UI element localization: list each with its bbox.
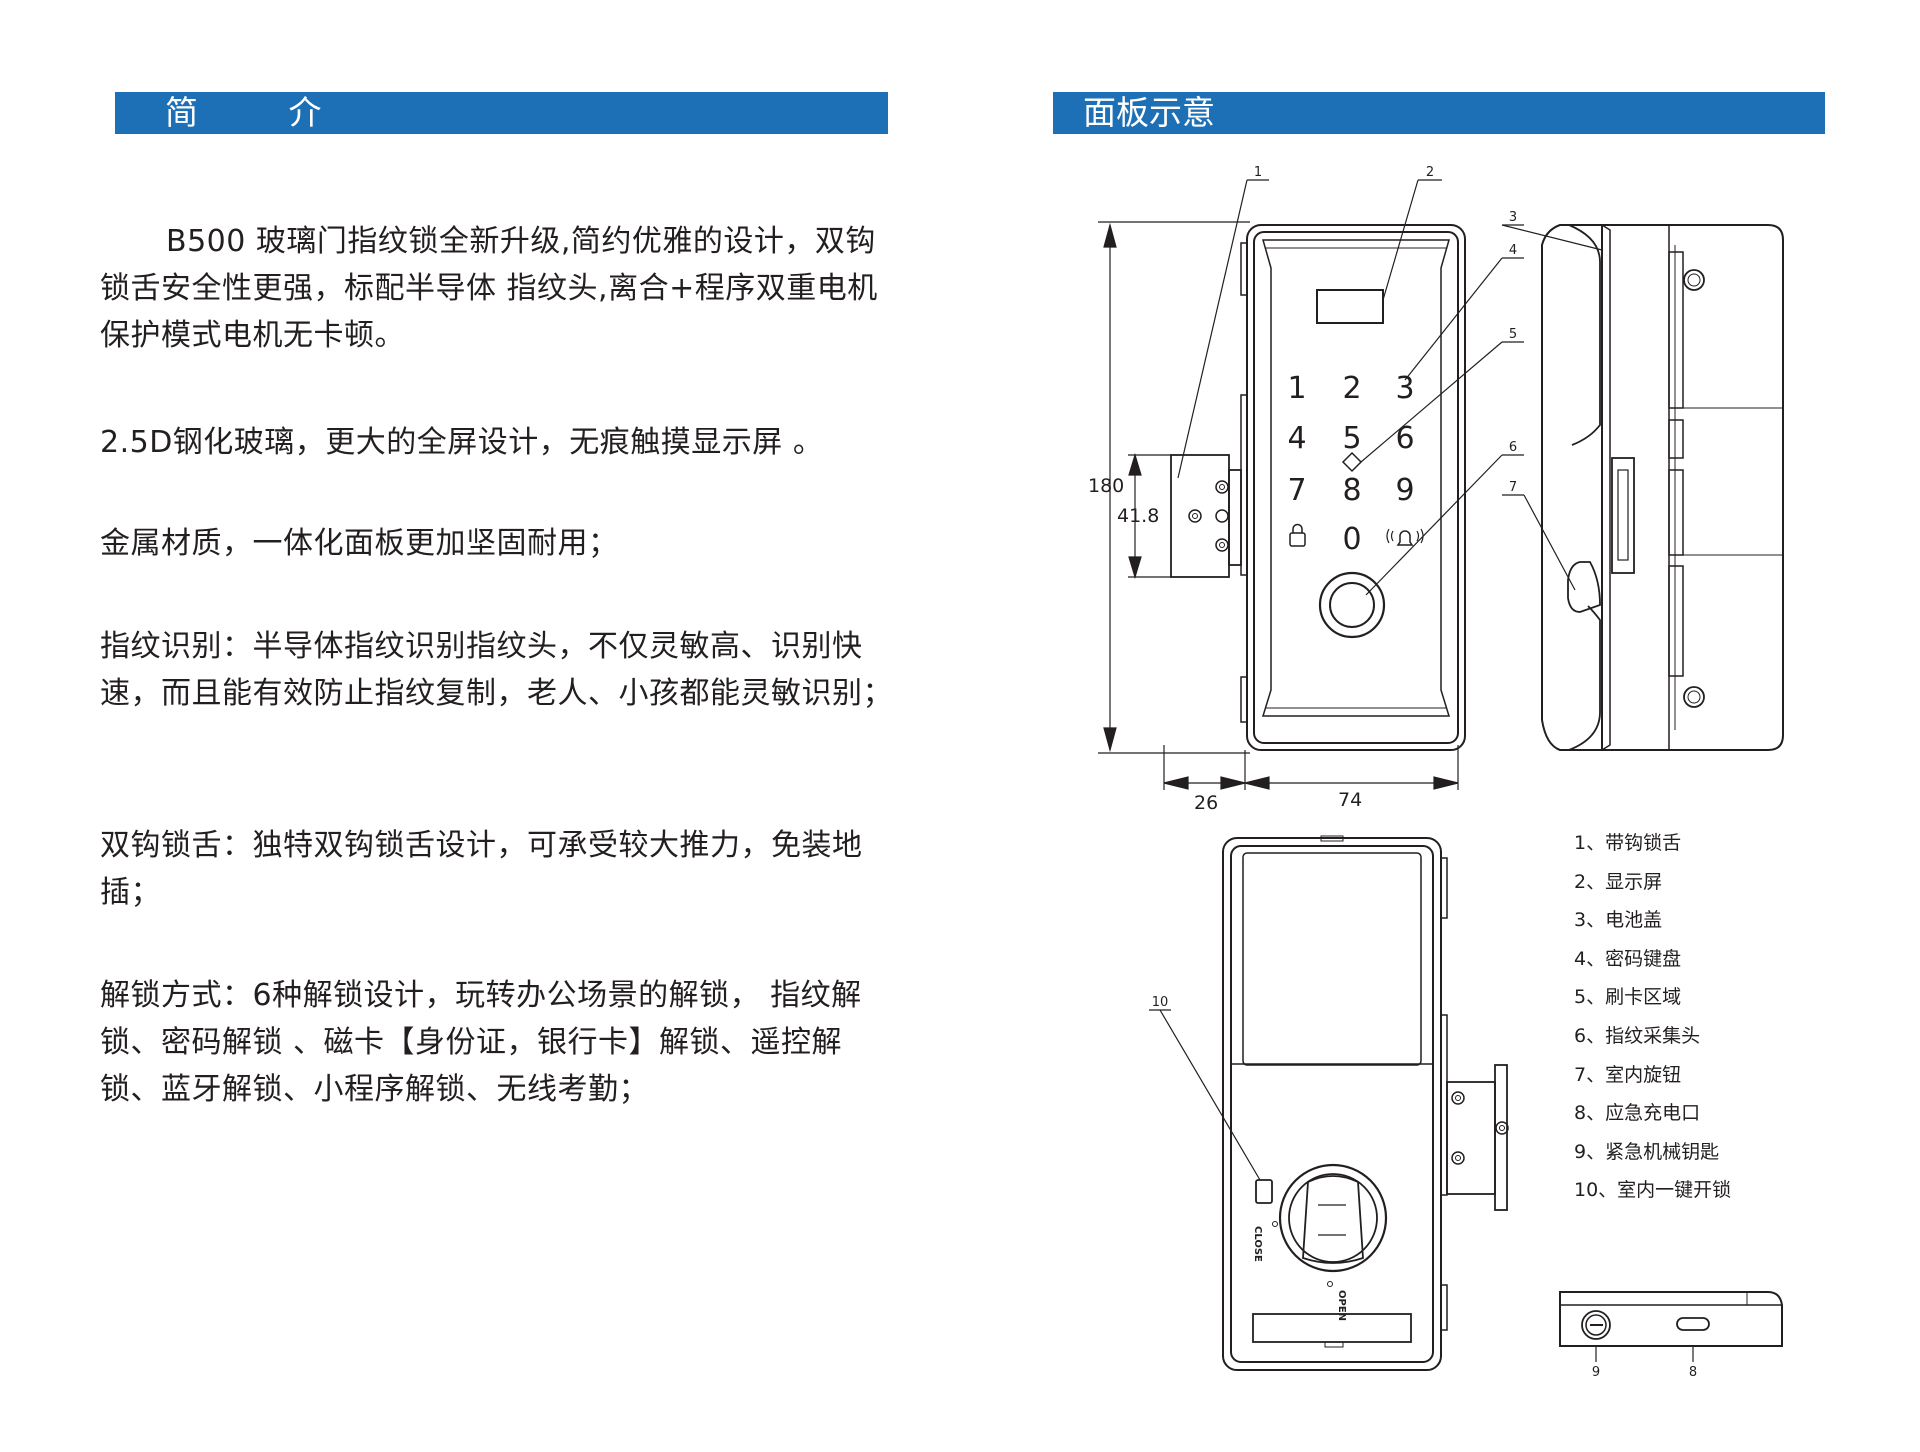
callout-3: 3 [1509,210,1517,225]
section-header-panel: 面板示意 [1053,92,1825,134]
key-6: 6 [1395,421,1414,456]
key-0: 0 [1342,522,1361,557]
callout-10: 10 [1152,995,1169,1010]
callout-9: 9 [1592,1365,1600,1380]
bell-icon [1386,528,1424,546]
callout-5: 5 [1509,327,1517,342]
key-8: 8 [1342,473,1361,508]
emergency-key-hole [1581,1310,1611,1340]
lock-icon [1289,523,1306,547]
paragraph-unlock-methods: 解锁方式：6种解锁设计，玩转办公场景的解锁， 指纹解锁、密码解锁 、磁卡【身份证… [100,978,862,1107]
key-4: 4 [1287,421,1306,456]
rotary-knob [1278,1163,1388,1273]
key-5: 5 [1342,421,1361,456]
parts-legend: 1、带钩锁舌 2、显示屏 3、电池盖 4、密码键盘 5、刷卡区域 6、指纹采集头… [1574,828,1731,1214]
legend-item-6: 6、指纹采集头 [1574,1024,1701,1047]
keypad: 1 2 3 4 5 6 7 8 9 0 [1287,371,1414,557]
section-header-intro: 简 介 [115,92,888,134]
display-screen [1316,289,1384,324]
dimensions [1098,221,1459,790]
legend-item-10: 10、室内一键开锁 [1574,1179,1732,1202]
callout-1: 1 [1254,165,1262,180]
legend-item-8: 8、应急充电口 [1574,1102,1701,1125]
front-view: 1 2 3 4 5 6 7 8 9 0 [1170,224,1466,751]
dim-width: 74 [1338,789,1362,811]
paragraph-glass: 2.5D钢化玻璃，更大的全屏设计，无痕触摸显示屏 。 [100,425,824,460]
dim-height: 180 [1088,475,1124,497]
legend-item-4: 4、密码键盘 [1574,947,1682,970]
callout-6: 6 [1509,440,1517,455]
card-reader-icon [1341,451,1363,473]
emergency-charging-port [1676,1317,1710,1331]
dim-depth: 26 [1194,792,1218,814]
fingerprint-sensor [1318,571,1386,639]
callout-4: 4 [1509,243,1517,258]
indoor-view [1222,835,1509,1371]
callout-7: 7 [1509,480,1517,495]
dim-tongue: 41.8 [1117,505,1159,527]
paragraph-hook-bolt: 双钩锁舌：独特双钩锁舌设计，可承受较大推力，免装地插； [100,828,863,910]
lock-panel-drawing: 1 2 3 4 5 6 7 8 9 0 [1088,165,1784,1380]
legend-item-1: 1、带钩锁舌 [1574,832,1682,854]
callout-8: 8 [1689,1365,1697,1380]
close-label: CLOSE [1252,1226,1263,1262]
paragraph-overview: B500 玻璃门指纹锁全新升级,简约优雅的设计，双钩锁舌安全性更强，标配半导体 … [100,224,878,353]
key-2: 2 [1342,371,1361,406]
key-7: 7 [1287,473,1306,508]
side-view [1541,224,1784,751]
legend-item-3: 3、电池盖 [1574,909,1663,932]
key-9: 9 [1395,473,1414,508]
paragraph-fingerprint: 指纹识别：半导体指纹识别指纹头，不仅灵敏高、识别快速，而且能有效防止指纹复制，老… [100,629,893,711]
key-3: 3 [1395,371,1414,406]
legend-item-7: 7、室内旋钮 [1574,1063,1682,1086]
indoor-knob [1567,561,1601,613]
callout-leaders [1149,179,1694,1362]
callout-2: 2 [1426,165,1434,180]
legend-item-5: 5、刷卡区域 [1574,986,1682,1009]
legend-item-9: 9、紧急机械钥匙 [1574,1140,1720,1163]
legend-item-2: 2、显示屏 [1574,870,1663,893]
bottom-view [1559,1291,1783,1347]
open-label: OPEN [1336,1290,1347,1321]
paragraph-metal: 金属材质，一体化面板更加坚固耐用； [100,526,619,561]
one-key-unlock-button [1255,1179,1273,1204]
key-1: 1 [1287,371,1306,406]
